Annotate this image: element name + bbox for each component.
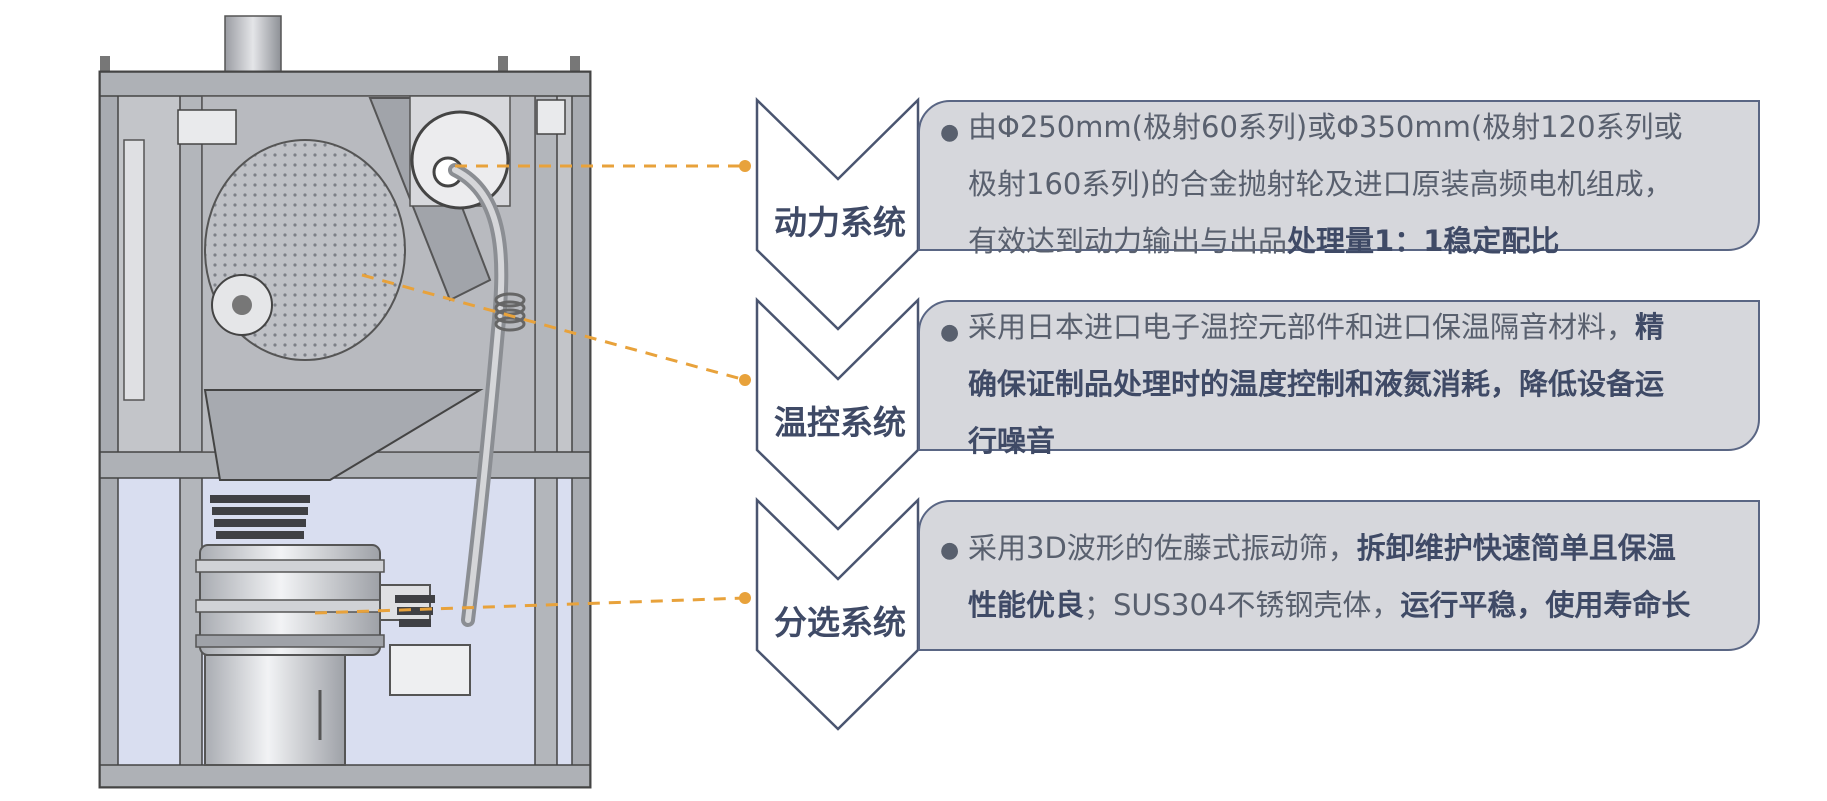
description-box-sorting: ● 采用3D波形的佐藤式振动筛，拆卸维护快速简单且保温 性能优良；SUS304不… <box>918 500 1760 651</box>
desc-text-emphasis: 处理量1：1稳定配比 <box>1287 224 1560 258</box>
bullet-icon: ● <box>940 538 960 563</box>
desc-line: 采用日本进口电子温控元部件和进口保温隔音材料，精 <box>968 299 1736 356</box>
collection-barrel <box>204 654 346 766</box>
section-label-temperature: 温控系统 <box>774 403 906 442</box>
desc-line: 确保证制品处理时的温度控制和液氮消耗，降低设备运 <box>968 356 1736 413</box>
desc-line: 由Φ250mm(极射60系列)或Φ350mm(极射120系列或 <box>968 99 1736 156</box>
discharge-box <box>389 644 471 696</box>
section-label-sorting: 分选系统 <box>774 603 906 642</box>
bullet-icon: ● <box>940 120 960 145</box>
leader-line-sorting <box>314 596 746 615</box>
desc-text: ；SUS304不锈钢壳体， <box>1084 588 1401 622</box>
desc-text-emphasis: 运行平稳，使用寿命长 <box>1400 588 1691 622</box>
leader-dot-sorting <box>739 592 751 604</box>
desc-text: 极射160系列)的合金抛射轮及进口原装高频电机组成， <box>968 167 1673 201</box>
desc-text-emphasis: 性能优良 <box>968 588 1085 622</box>
description-box-power: ● 由Φ250mm(极射60系列)或Φ350mm(极射120系列或 极射160系… <box>918 99 1760 258</box>
desc-text-emphasis: 行噪音 <box>968 424 1056 458</box>
desc-line: 极射160系列)的合金抛射轮及进口原装高频电机组成， <box>968 156 1736 213</box>
desc-text-emphasis: 拆卸维护快速简单且保温 <box>1356 531 1676 565</box>
bullet-icon: ● <box>940 320 960 345</box>
exhaust-pipe <box>224 15 282 77</box>
section-label-power: 动力系统 <box>774 203 906 242</box>
leader-dot-temperature <box>739 374 751 386</box>
desc-text: 由Φ250mm(极射60系列)或Φ350mm(极射120系列或 <box>968 110 1683 144</box>
desc-line: 有效达到动力输出与出品处理量1：1稳定配比 <box>968 213 1736 270</box>
hopper <box>203 389 484 481</box>
machine-illustration <box>98 15 592 789</box>
desc-text-emphasis: 精 <box>1635 310 1665 344</box>
desc-text: 有效达到动力输出与出品 <box>968 224 1288 258</box>
description-box-temperature: ● 采用日本进口电子温控元部件和进口保温隔音材料，精 确保证制品处理时的温度控制… <box>918 299 1760 458</box>
bellows <box>210 495 310 539</box>
blast-wheel <box>410 110 510 210</box>
desc-line: 性能优良；SUS304不锈钢壳体，运行平稳，使用寿命长 <box>968 577 1736 634</box>
desc-line: 采用3D波形的佐藤式振动筛，拆卸维护快速简单且保温 <box>968 520 1736 577</box>
desc-text: 采用3D波形的佐藤式振动筛， <box>968 531 1357 565</box>
desc-text-emphasis: 确保证制品处理时的温度控制和液氮消耗，降低设备运 <box>968 367 1665 401</box>
leader-line-temperature <box>361 273 746 382</box>
desc-text: 采用日本进口电子温控元部件和进口保温隔音材料， <box>968 310 1636 344</box>
desc-line: 行噪音 <box>968 413 1736 470</box>
leader-dot-power <box>739 160 751 172</box>
